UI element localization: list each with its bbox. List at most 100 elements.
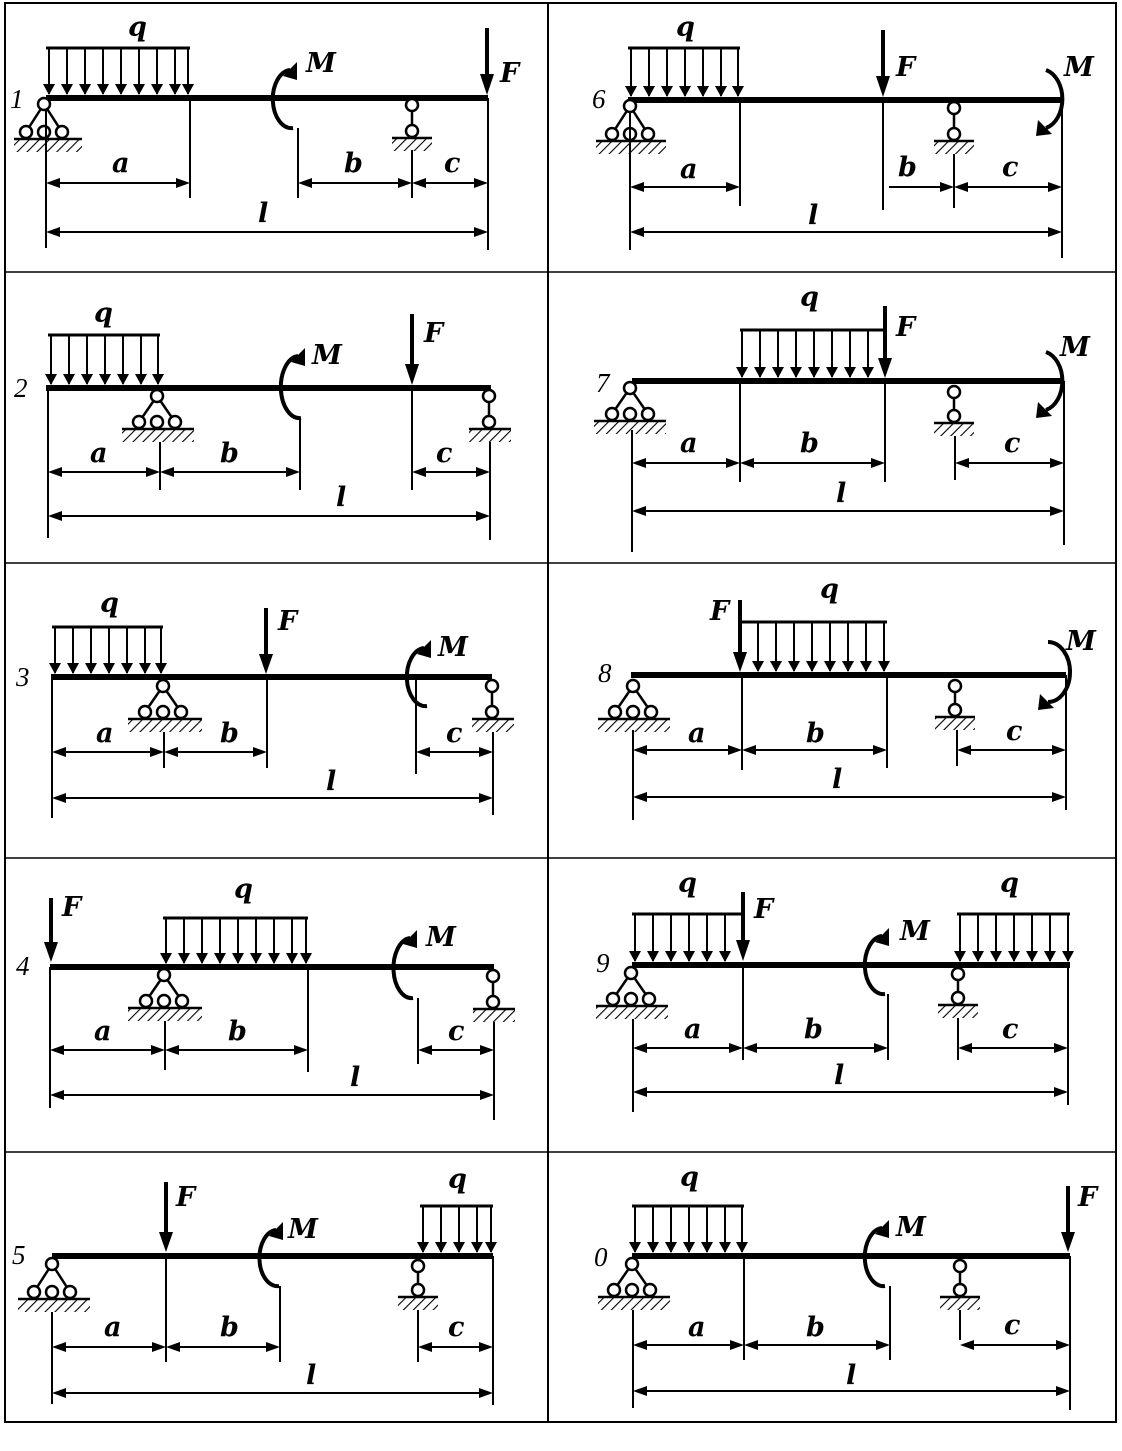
dim-label-b: b bbox=[804, 1014, 823, 1045]
load-label-q: q bbox=[128, 12, 147, 43]
fixed-support bbox=[128, 967, 202, 1021]
distributed-load-q: q bbox=[736, 282, 885, 378]
moment-label-M: M bbox=[311, 340, 343, 371]
roller-support bbox=[935, 678, 975, 730]
load-label-q: q bbox=[676, 12, 695, 43]
fixed-support bbox=[18, 1256, 90, 1312]
force-label-F: F bbox=[499, 58, 521, 89]
dim-label-c: c bbox=[444, 148, 460, 179]
dim-label-b: b bbox=[344, 148, 363, 179]
dimensions bbox=[51, 1256, 494, 1405]
dim-label-l: l bbox=[350, 1062, 360, 1093]
variant-4: 4 F q M bbox=[16, 874, 515, 1120]
load-label-q: q bbox=[234, 874, 253, 905]
variant-7: 7 q F M bbox=[594, 282, 1091, 552]
variant-number: 2 bbox=[14, 373, 28, 403]
distributed-load-q-left: q bbox=[629, 868, 742, 962]
dim-label-b: b bbox=[806, 718, 825, 749]
load-label-q: q bbox=[1000, 868, 1019, 899]
dim-label-l: l bbox=[808, 200, 818, 231]
fixed-support bbox=[122, 388, 194, 442]
moment-M: M bbox=[278, 340, 343, 421]
point-force-F: F bbox=[480, 28, 521, 95]
moment-label-M: M bbox=[1059, 332, 1091, 363]
dim-label-b: b bbox=[220, 1312, 239, 1343]
force-label-F: F bbox=[709, 596, 731, 627]
dimension-arrows bbox=[52, 1342, 493, 1398]
moment-label-M: M bbox=[437, 632, 469, 663]
dim-label-c: c bbox=[1002, 152, 1018, 183]
dim-label-a: a bbox=[96, 718, 114, 749]
dim-label-b: b bbox=[220, 718, 239, 749]
moment-label-M: M bbox=[895, 1212, 927, 1243]
variant-number: 5 bbox=[12, 1240, 26, 1270]
dim-label-a: a bbox=[688, 718, 706, 749]
dim-label-a: a bbox=[90, 438, 108, 469]
dimension-arrows bbox=[632, 458, 1064, 516]
load-label-q: q bbox=[100, 588, 119, 619]
variant-number: 7 bbox=[596, 368, 611, 398]
moment-M: M bbox=[1036, 332, 1091, 418]
dimensions bbox=[49, 967, 495, 1120]
dim-label-a: a bbox=[688, 1312, 706, 1343]
point-force-F: F bbox=[405, 314, 445, 385]
table-grid bbox=[4, 2, 1117, 1423]
load-label-q: q bbox=[800, 282, 819, 313]
dimensions bbox=[632, 1256, 1071, 1410]
fixed-support bbox=[14, 96, 82, 152]
variant-0: 0 q M F bbox=[594, 1162, 1099, 1410]
distributed-load-q: q bbox=[49, 588, 167, 674]
fixed-support bbox=[128, 678, 202, 732]
moment-label-M: M bbox=[287, 1214, 319, 1245]
fixed-support bbox=[598, 678, 670, 732]
load-label-q: q bbox=[820, 574, 839, 605]
moment-label-M: M bbox=[1065, 626, 1097, 657]
dim-label-c: c bbox=[436, 438, 452, 469]
dim-label-c: c bbox=[1004, 1310, 1020, 1341]
dimensions bbox=[47, 388, 491, 540]
dim-label-c: c bbox=[1006, 716, 1022, 747]
variant-number: 9 bbox=[596, 948, 610, 978]
dimension-arrows bbox=[52, 747, 493, 803]
force-label-F: F bbox=[423, 318, 445, 349]
dim-label-l: l bbox=[846, 1360, 856, 1391]
dim-label-c: c bbox=[1004, 428, 1020, 459]
force-label-F: F bbox=[895, 312, 917, 343]
dimensions bbox=[632, 965, 1069, 1112]
distributed-load-q-right: q bbox=[954, 868, 1074, 962]
moment-label-M: M bbox=[305, 48, 337, 79]
distributed-load-q: q bbox=[625, 12, 744, 97]
dim-label-b: b bbox=[800, 428, 819, 459]
variant-number: 0 bbox=[594, 1242, 608, 1272]
point-force-F: F bbox=[159, 1182, 197, 1252]
moment-M: M bbox=[862, 1212, 927, 1289]
distributed-load-q: q bbox=[629, 1162, 748, 1253]
variant-number: 1 bbox=[10, 84, 24, 114]
dimension-arrows bbox=[50, 1045, 494, 1100]
variant-2: 2 q M F bbox=[14, 298, 511, 540]
point-force-F: F bbox=[44, 892, 83, 962]
dim-label-a: a bbox=[104, 1312, 122, 1343]
roller-support bbox=[472, 678, 514, 732]
variant-number: 3 bbox=[15, 662, 30, 692]
dim-label-b: b bbox=[228, 1016, 247, 1047]
dim-label-c: c bbox=[446, 718, 462, 749]
dimension-arrows bbox=[46, 178, 488, 237]
variant-number: 4 bbox=[16, 951, 30, 981]
dimension-arrows bbox=[633, 1340, 1070, 1396]
load-label-q: q bbox=[680, 1162, 699, 1193]
load-label-q: q bbox=[678, 868, 697, 899]
dim-label-l: l bbox=[258, 198, 268, 229]
dim-label-c: c bbox=[448, 1016, 464, 1047]
point-force-F: F bbox=[878, 306, 917, 378]
variant-1: 1 q M F bbox=[10, 12, 521, 250]
dim-label-c: c bbox=[1002, 1014, 1018, 1045]
distributed-load-q: q bbox=[417, 1164, 497, 1253]
force-label-F: F bbox=[753, 894, 775, 925]
moment-M: M bbox=[862, 916, 931, 997]
force-label-F: F bbox=[1077, 1182, 1099, 1213]
variant-number: 8 bbox=[598, 658, 612, 688]
point-force-F: F bbox=[709, 596, 747, 672]
fixed-support bbox=[596, 965, 668, 1019]
force-label-F: F bbox=[895, 52, 917, 83]
